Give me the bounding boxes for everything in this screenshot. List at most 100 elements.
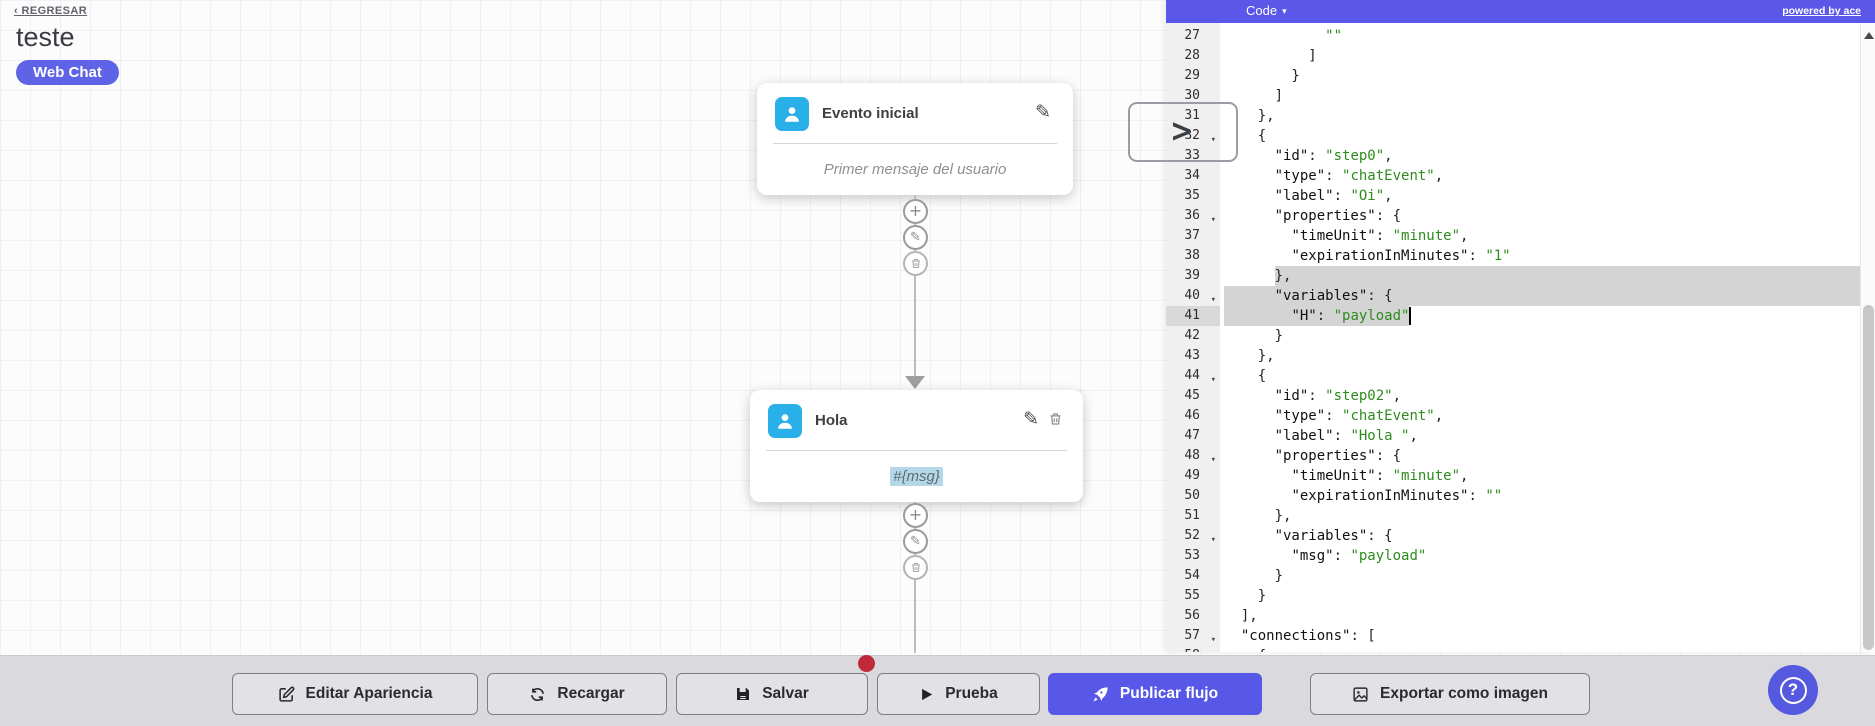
msg-variable-token: #{msg} <box>890 466 943 486</box>
gutter-line-number: 50 <box>1184 488 1200 503</box>
fold-toggle-icon[interactable]: ▾ <box>1210 375 1216 385</box>
edit-connection-button[interactable]: ✎ <box>903 529 928 554</box>
code-line: }, <box>1224 108 1275 124</box>
add-step-button[interactable]: + <box>903 199 928 224</box>
code-line: "properties": { <box>1274 208 1402 224</box>
gutter-line-number: 53 <box>1184 548 1200 563</box>
gutter-line-number: 38 <box>1184 248 1200 263</box>
publish-flow-button[interactable]: Publicar flujo <box>1048 673 1262 715</box>
gutter-line-number: 58▾ <box>1166 646 1220 652</box>
button-label: Editar Apariencia <box>305 685 433 702</box>
gutter-line-number: 42 <box>1184 328 1200 343</box>
node-title: Evento inicial <box>822 104 919 122</box>
code-line: ] <box>1224 88 1284 104</box>
text-selection <box>1274 266 1860 286</box>
scrollbar-thumb[interactable] <box>1863 305 1874 650</box>
gutter-line-number: 37 <box>1184 228 1200 243</box>
code-line: } <box>1224 568 1284 584</box>
gutter-line-number: 47 <box>1184 428 1200 443</box>
node-title: Hola <box>815 411 848 429</box>
code-line: "expirationInMinutes": "1" <box>1291 248 1511 264</box>
gutter-line-number: 51 <box>1184 508 1200 523</box>
chevron-right-icon: > <box>1170 111 1194 150</box>
fold-toggle-icon[interactable]: ▾ <box>1210 215 1216 225</box>
image-icon <box>1353 686 1368 702</box>
save-icon <box>737 688 750 700</box>
fold-toggle-icon[interactable]: ▾ <box>1210 535 1216 545</box>
fold-toggle-icon[interactable]: ▾ <box>1210 635 1216 645</box>
code-line: "expirationInMinutes": "" <box>1291 488 1503 504</box>
powered-by-ace-link[interactable]: powered by ace <box>1782 5 1861 17</box>
code-line: ], <box>1224 608 1258 624</box>
code-line: "timeUnit": "minute", <box>1291 228 1469 244</box>
reload-button[interactable]: Recargar <box>487 673 667 715</box>
button-label: Salvar <box>762 685 809 702</box>
code-area[interactable]: "" ] } ] }, { "id": "step0", "type": "ch… <box>1166 23 1875 652</box>
gutter-line-number: 36▾ <box>1166 206 1220 226</box>
code-line: { <box>1224 368 1267 384</box>
edit-appearance-button[interactable]: Editar Apariencia <box>232 673 478 715</box>
delete-connection-button[interactable] <box>903 251 928 276</box>
gutter-line-number: 45 <box>1184 388 1200 403</box>
gutter-line-number: 29 <box>1184 68 1200 83</box>
question-mark-icon: ? <box>1779 676 1807 704</box>
code-line: "type": "chatEvent", <box>1274 168 1444 184</box>
gutter-line-number: 55 <box>1184 588 1200 603</box>
fold-toggle-icon[interactable]: ▾ <box>1210 455 1216 465</box>
panel-collapse-handle[interactable]: > <box>1128 102 1238 162</box>
gutter-line-number: 30 <box>1184 88 1200 103</box>
code-line: "id": "step02", <box>1274 388 1402 404</box>
unsaved-changes-dot <box>858 655 875 672</box>
gutter-line-number: 46 <box>1184 408 1200 423</box>
node-hola[interactable]: Hola ✎ #{msg} <box>750 390 1083 502</box>
code-line: "msg": "payload" <box>1291 548 1427 564</box>
divider <box>773 143 1057 144</box>
trash-icon <box>911 259 920 268</box>
gutter-line-number: 28 <box>1184 48 1200 63</box>
code-line: "timeUnit": "minute", <box>1291 468 1469 484</box>
edit-node-icon[interactable]: ✎ <box>1023 408 1039 430</box>
edit-node-icon[interactable]: ✎ <box>1035 101 1051 123</box>
text-cursor <box>1409 307 1412 325</box>
bottom-toolbar: Editar Apariencia Recargar Salvar Prueba… <box>0 655 1875 726</box>
code-mode-dropdown[interactable]: Code▾ <box>1246 3 1287 18</box>
gutter-line-number: 34 <box>1184 168 1200 183</box>
node-body-text: Primer mensaje del usuario <box>823 160 1007 178</box>
gutter-line-number: 27 <box>1184 28 1200 43</box>
back-link[interactable]: ‹ REGRESAR <box>14 5 88 17</box>
code-line: "variables": { <box>1274 528 1393 544</box>
scroll-up-arrow-icon[interactable] <box>1864 32 1874 39</box>
gutter-line-number: 52▾ <box>1166 526 1220 546</box>
node-body-text: #{msg} <box>750 451 1083 501</box>
help-button[interactable]: ? <box>1768 665 1818 715</box>
code-line: } <box>1224 588 1267 604</box>
add-step-button[interactable]: + <box>903 503 928 528</box>
code-line: "H": "payload" <box>1291 308 1410 324</box>
gutter-line-number: 41 <box>1166 306 1220 326</box>
refresh-icon <box>531 687 545 701</box>
delete-node-icon[interactable] <box>1048 411 1063 432</box>
gutter-line-number: 35 <box>1184 188 1200 203</box>
user-icon <box>775 97 809 131</box>
vertical-scrollbar[interactable] <box>1860 23 1875 652</box>
fold-toggle-icon[interactable]: ▾ <box>1210 295 1216 305</box>
connector-arrow <box>905 376 925 389</box>
rocket-icon <box>1093 686 1108 702</box>
edit-square-icon <box>278 686 294 702</box>
export-image-button[interactable]: Exportar como imagen <box>1310 673 1590 715</box>
save-button[interactable]: Salvar <box>676 673 868 715</box>
code-line: } <box>1224 328 1284 344</box>
button-label: Prueba <box>945 685 998 702</box>
delete-connection-button[interactable] <box>903 555 928 580</box>
edit-connection-button[interactable]: ✎ <box>903 225 928 250</box>
node-evento-inicial[interactable]: Evento inicial ✎ Primer mensaje del usua… <box>757 83 1073 195</box>
test-button[interactable]: Prueba <box>877 673 1040 715</box>
code-line: { <box>1224 128 1267 144</box>
code-line: { <box>1224 646 1266 652</box>
fold-toggle-icon[interactable]: ▾ <box>1210 135 1216 145</box>
code-line: "label": "Oi", <box>1274 188 1393 204</box>
button-label: Recargar <box>557 685 625 702</box>
gutter-line-number: 39 <box>1184 268 1200 283</box>
gutter-line-number: 57▾ <box>1166 626 1220 646</box>
